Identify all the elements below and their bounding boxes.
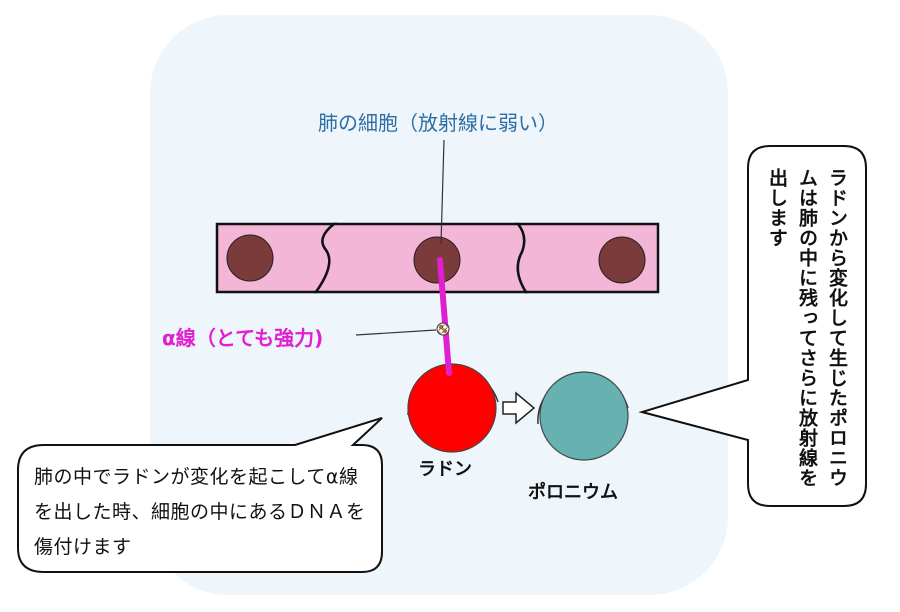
transform-arrow-icon (502, 391, 536, 425)
lung-cell-label: 肺の細胞（放射線に弱い） (318, 111, 558, 135)
lung-label-leader (440, 139, 445, 245)
callout-left-text: 肺の中でラドンが変化を起こしてα線を出した時、細胞の中にあるＤＮＡを傷付けます (34, 466, 366, 558)
callout-right-text: ラドンから変化して生じたポロニウムは肺の中に残ってさらに放射線を出します (766, 168, 848, 488)
callout-right-bubble (638, 145, 867, 507)
alpha-label-leader (355, 329, 437, 336)
alpha-ray-label: α線（とても強力) (162, 326, 324, 350)
polonium-atom (539, 371, 629, 461)
polonium-label: ポロニウム (528, 482, 618, 503)
nucleus-left (226, 234, 274, 282)
callout-left-bubble (17, 417, 383, 573)
alpha-particle-icon (436, 322, 450, 336)
alpha-ray-line (437, 257, 452, 376)
nucleus-right (598, 236, 646, 284)
radon-atom (407, 363, 497, 453)
radon-label: ラドン (418, 459, 472, 480)
